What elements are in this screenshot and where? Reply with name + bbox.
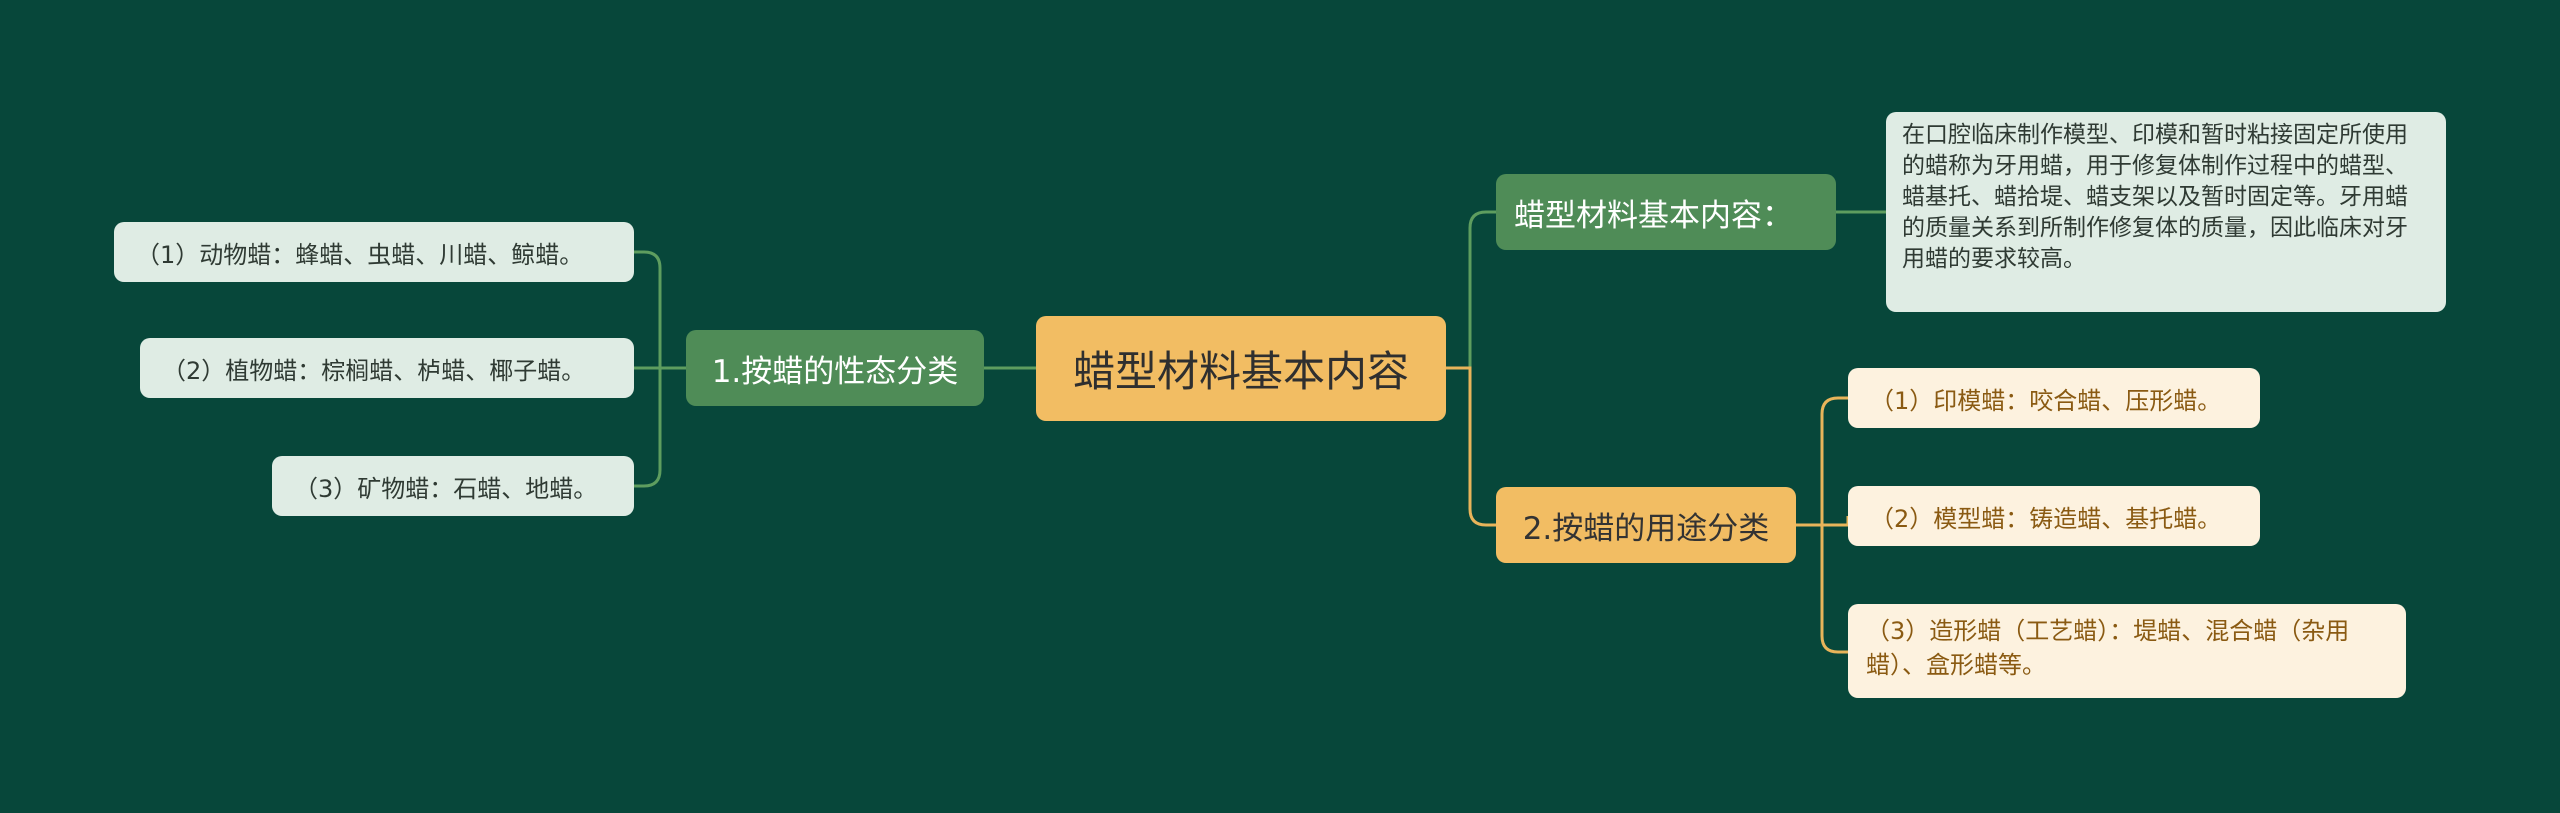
branch-intro[interactable]: 蜡型材料基本内容： [1496,174,1836,250]
leaf-model-wax[interactable]: （2）模型蜡：铸造蜡、基托蜡。 [1848,486,2260,546]
link-use-to-impression [1796,396,1848,527]
link-use-to-shaping [1820,525,1848,654]
link-root-to-use [1446,366,1496,527]
root-topic[interactable]: 蜡型材料基本内容 [1036,316,1446,421]
leaf-mineral-wax[interactable]: （3）矿物蜡：石蜡、地蜡。 [272,456,634,516]
link-root-to-intro [1446,210,1496,370]
link-state-to-mineral [634,368,662,488]
link-state-to-animal [634,250,686,370]
leaf-shaping-wax[interactable]: （3）造形蜡（工艺蜡）：堤蜡、混合蜡（杂用蜡）、盒形蜡等。 [1848,604,2406,698]
leaf-impression-wax[interactable]: （1）印模蜡：咬合蜡、压形蜡。 [1848,368,2260,428]
branch-by-state[interactable]: 1.按蜡的性态分类 [686,330,984,406]
intro-description[interactable]: 在口腔临床制作模型、印模和暂时粘接固定所使用的蜡称为牙用蜡，用于修复体制作过程中… [1886,112,2446,312]
leaf-plant-wax[interactable]: （2）植物蜡：棕榈蜡、栌蜡、椰子蜡。 [140,338,634,398]
leaf-animal-wax[interactable]: （1）动物蜡：蜂蜡、虫蜡、川蜡、鲸蜡。 [114,222,634,282]
branch-by-use[interactable]: 2.按蜡的用途分类 [1496,487,1796,563]
